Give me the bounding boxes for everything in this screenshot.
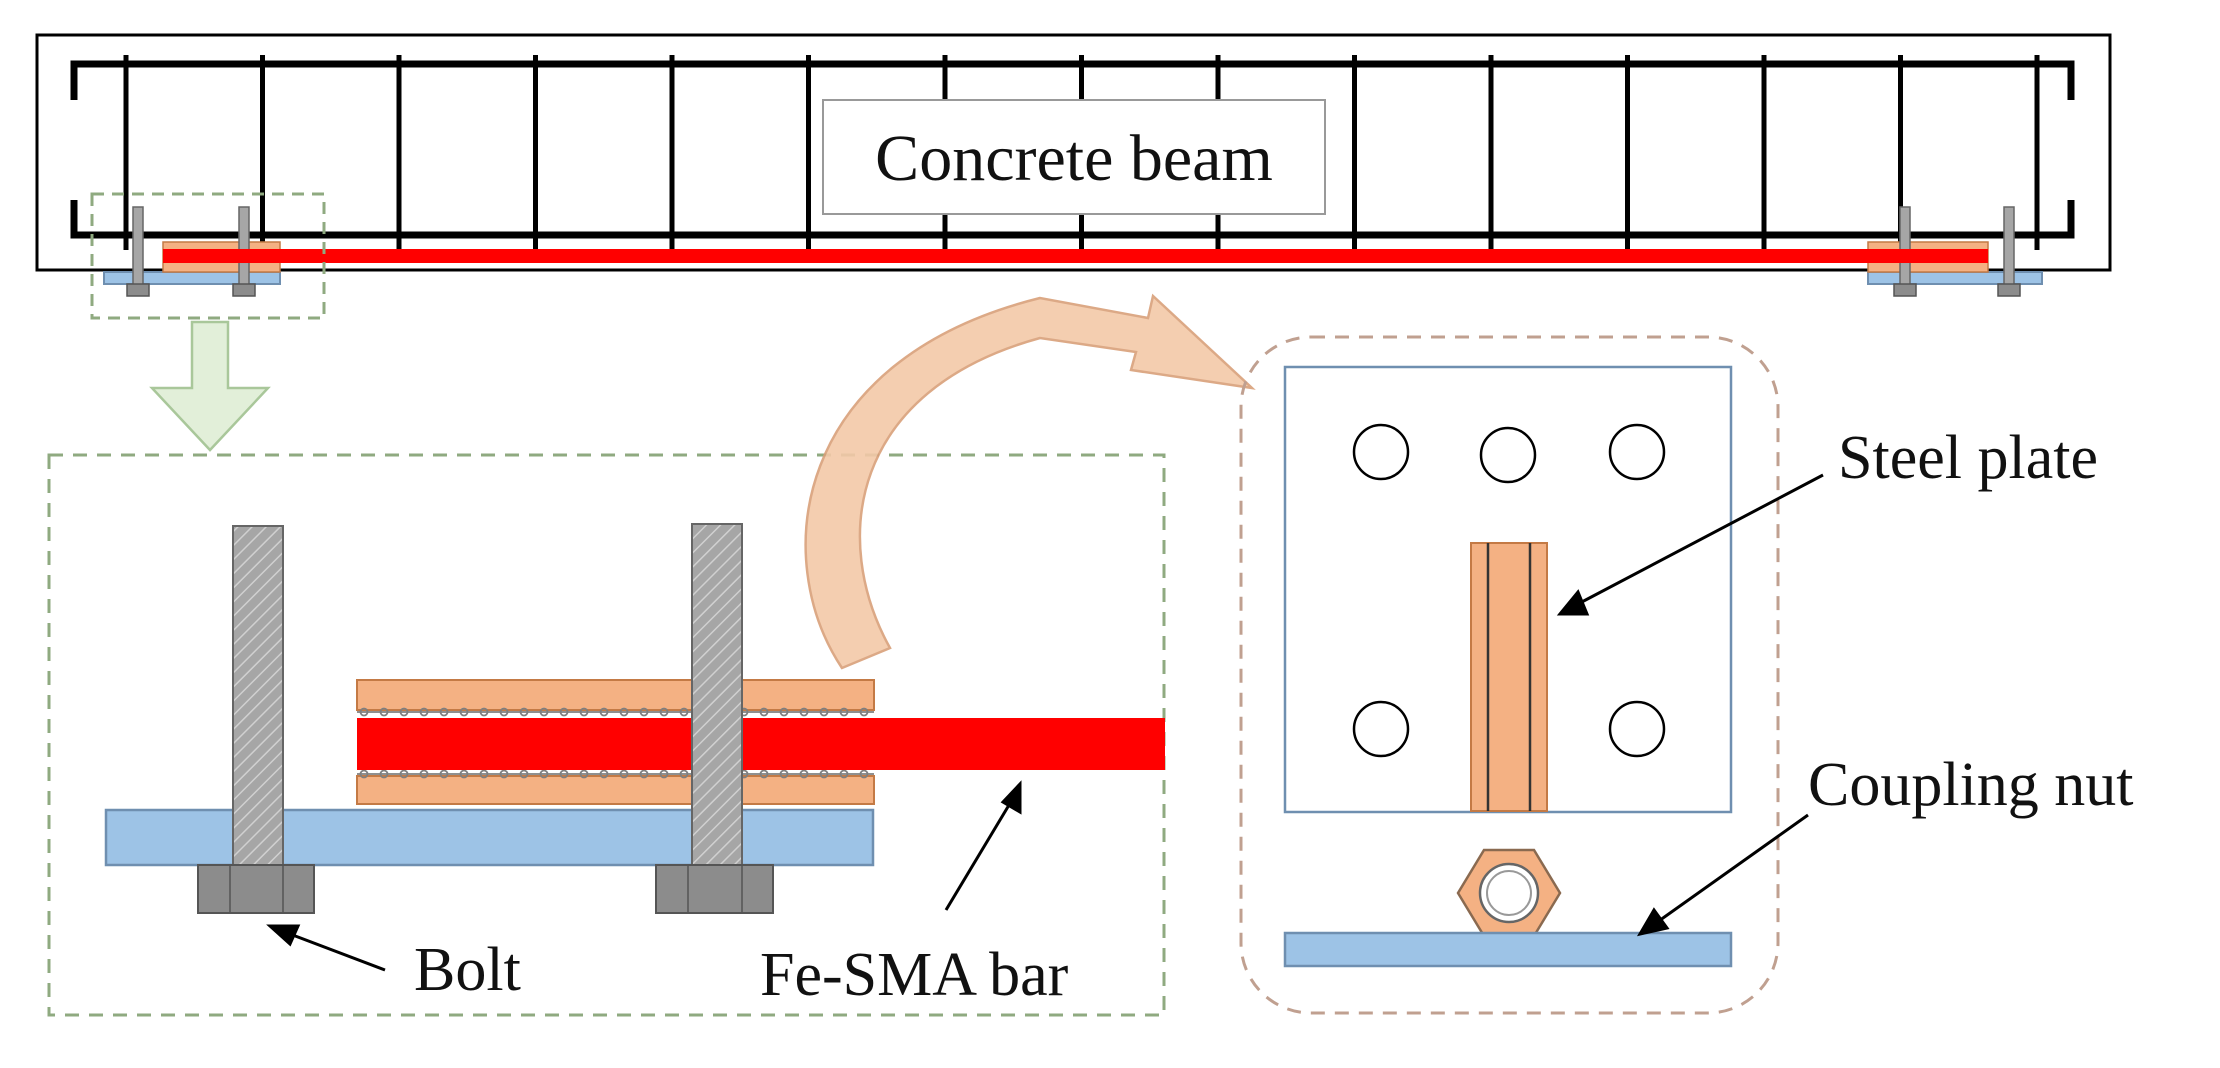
plate-detail-frame (1239, 335, 1780, 1015)
clamp-tooth (419, 769, 429, 779)
steel-plate-label: Steel plate (1838, 424, 2098, 492)
clamp-tooth (459, 769, 469, 779)
clamp-tooth (399, 707, 409, 717)
clamp-tooth (819, 769, 829, 779)
lower-clamp-plate (356, 775, 875, 805)
concrete-beam: Concrete beam (35, 33, 2112, 297)
beam-label: Concrete beam (875, 122, 1273, 195)
bolt-hole (1608, 700, 1666, 758)
bolt-hole (1479, 426, 1537, 484)
clamp-tooth (559, 707, 569, 717)
fe-sma-bar (357, 718, 1165, 770)
base-steel-plate (104, 808, 875, 867)
plate-detail: Steel plate Coupling nut (1239, 335, 2134, 1015)
steel-plate-leader-head (1556, 589, 1590, 616)
clamp-tooth (379, 707, 389, 717)
clamp-tooth (579, 707, 589, 717)
clamp-tooth (539, 769, 549, 779)
clamp-tooth (379, 769, 389, 779)
coupling-nut-label: Coupling nut (1808, 751, 2134, 819)
upper-clamp-plate (356, 679, 875, 711)
clamp-tooth (839, 707, 849, 717)
clamp-tooth (659, 769, 669, 779)
clamp-tooth (599, 769, 609, 779)
clamp-tooth (639, 707, 649, 717)
clamp-tooth (439, 769, 449, 779)
coupling-nut (1456, 848, 1562, 938)
bolt-left (197, 525, 315, 914)
clamp-tooth (659, 707, 669, 717)
clamp-tooth (399, 769, 409, 779)
clamp-tooth (639, 769, 649, 779)
clamp-tooth (559, 769, 569, 779)
clamp-tooth (519, 707, 529, 717)
detail-callout-box (90, 192, 326, 320)
bolt-hole (1352, 423, 1410, 481)
bar-leader (944, 799, 1014, 911)
bolt-leader (289, 932, 386, 972)
coupling-nut-leader-head (1636, 907, 1670, 937)
clamp-tooth (859, 769, 869, 779)
clamp-tooth (459, 707, 469, 717)
top-rebar (70, 60, 2075, 100)
clamp-teeth (357, 707, 874, 779)
clamp-tooth (679, 707, 689, 717)
bolt-head-right (655, 864, 774, 914)
bolt-leader-head (266, 924, 301, 947)
clamp-tooth (519, 769, 529, 779)
curved-arrow-icon (804, 293, 1256, 670)
anchorage-detail: Bolt Fe-SMA bar (47, 453, 1166, 1017)
clamp-tooth (359, 707, 369, 717)
clamp-tooth (679, 769, 689, 779)
bolt-right (655, 523, 774, 914)
coupling-nut-leader (1655, 813, 1809, 925)
bar-label: Fe-SMA bar (760, 941, 1069, 1009)
clamp-tooth (359, 769, 369, 779)
bar-leader-head (1000, 780, 1022, 815)
clamp-tooth (439, 707, 449, 717)
clamp-tooth (419, 707, 429, 717)
clamp-tooth (619, 707, 629, 717)
steel-plate-leader (1577, 473, 1824, 606)
clamp-tooth (499, 769, 509, 779)
rebar-cage (70, 60, 2075, 239)
bolt-hole (1352, 700, 1410, 758)
clamp-tooth (479, 769, 489, 779)
bolt-hole (1608, 423, 1666, 481)
clamp-tooth (859, 707, 869, 717)
clamp-tooth (479, 707, 489, 717)
bolt-label: Bolt (414, 936, 521, 1004)
clamp-plate-section (1470, 542, 1548, 812)
clamp-tooth (499, 707, 509, 717)
clamp-tooth (839, 769, 849, 779)
clamp-tooth (539, 707, 549, 717)
clamp-tooth (819, 707, 829, 717)
clamp-tooth (759, 707, 769, 717)
bolt-holes (1352, 423, 1666, 758)
clamp-tooth (579, 769, 589, 779)
clamp-tooth (759, 769, 769, 779)
clamp-tooth (779, 769, 789, 779)
bolt-head-left (197, 864, 315, 914)
fe-sma-bar-mini (163, 249, 1988, 263)
clamp-tooth (599, 707, 609, 717)
bottom-rebar (70, 200, 2075, 239)
clamp-tooth (799, 769, 809, 779)
clamp-tooth (799, 707, 809, 717)
down-arrow-icon (149, 320, 271, 452)
base-plate-edge (1283, 931, 1733, 968)
clamp-tooth (779, 707, 789, 717)
clamp-tooth (619, 769, 629, 779)
beam-label-box (822, 99, 1326, 215)
